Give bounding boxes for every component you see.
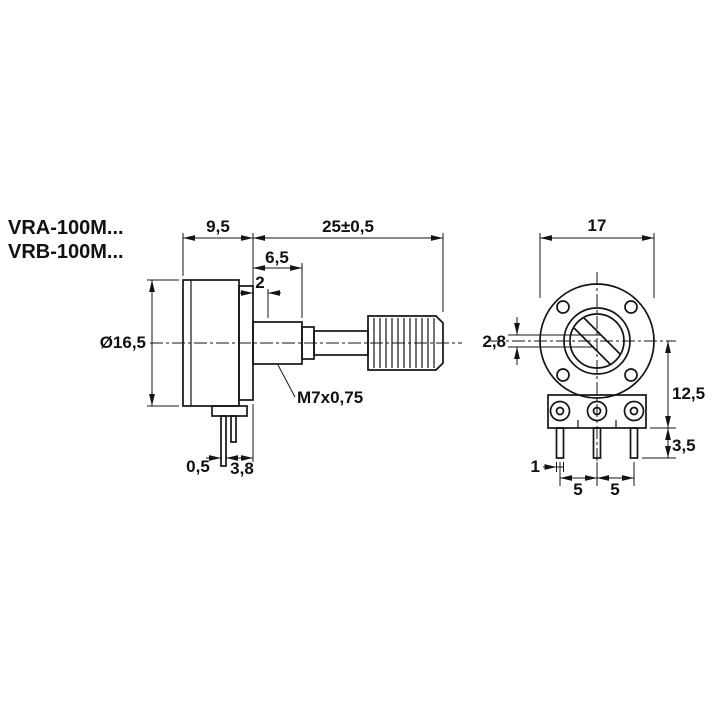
dim-label-pin-pitch-left: 5: [573, 480, 582, 499]
thread-spec-label: M7x0,75: [297, 388, 363, 407]
terminal: [549, 400, 571, 422]
dim-label-center-to-pin-end: 12,5: [672, 384, 705, 403]
model-name-line1: VRA-100M...: [8, 217, 124, 239]
slot-edge: [573, 327, 611, 365]
dim-label-pin-width: 1: [531, 457, 540, 476]
crimp-hole: [556, 368, 570, 382]
dim-label-body-width: 17: [588, 216, 607, 235]
dim-label-body-depth: 9,5: [206, 217, 230, 236]
side-view-dimension-lines: [147, 233, 444, 462]
dim-label-shaft-length: 25±0,5: [322, 217, 374, 236]
dim-label-pin-offset: 3,8: [230, 459, 254, 478]
terminal: [623, 400, 645, 422]
dim-label-slot-width: 2,8: [482, 332, 506, 351]
crimp-hole: [624, 368, 638, 382]
model-name-line2: VRB-100M...: [8, 241, 124, 263]
crimp-hole: [624, 300, 638, 314]
slot-edge: [583, 317, 621, 355]
dim-label-bushing-length: 6,5: [265, 248, 289, 267]
solder-leg: [555, 427, 565, 459]
terminal-block-details: [577, 420, 617, 428]
solder-leg: [629, 427, 639, 459]
dim-label-pin-thickness: 0,5: [186, 457, 210, 476]
front-view-centerlines: [490, 272, 676, 472]
thread-leader-line: [277, 364, 296, 398]
side-view: 9,5 25±0,5 6,5 2 Ø16,5 M7x0,75 0,5 3,8: [100, 217, 462, 478]
dim-label-pin-pitch-right: 5: [610, 480, 619, 499]
front-view-dimension-lines: [508, 233, 676, 486]
front-view: 17 2,8 12,5 3,5 1 5 5: [482, 216, 705, 499]
part-title: VRA-100M... VRB-100M...: [8, 217, 124, 263]
terminal-hole: [629, 406, 639, 416]
pot-body-side-outline: [182, 279, 444, 467]
dim-label-body-diameter: Ø16,5: [100, 333, 146, 352]
dim-label-pin-length: 3,5: [672, 436, 696, 455]
terminal-hole: [555, 406, 565, 416]
extension-lines: [147, 233, 444, 462]
dim-label-collar: 2: [255, 273, 264, 292]
crimp-hole: [556, 300, 570, 314]
